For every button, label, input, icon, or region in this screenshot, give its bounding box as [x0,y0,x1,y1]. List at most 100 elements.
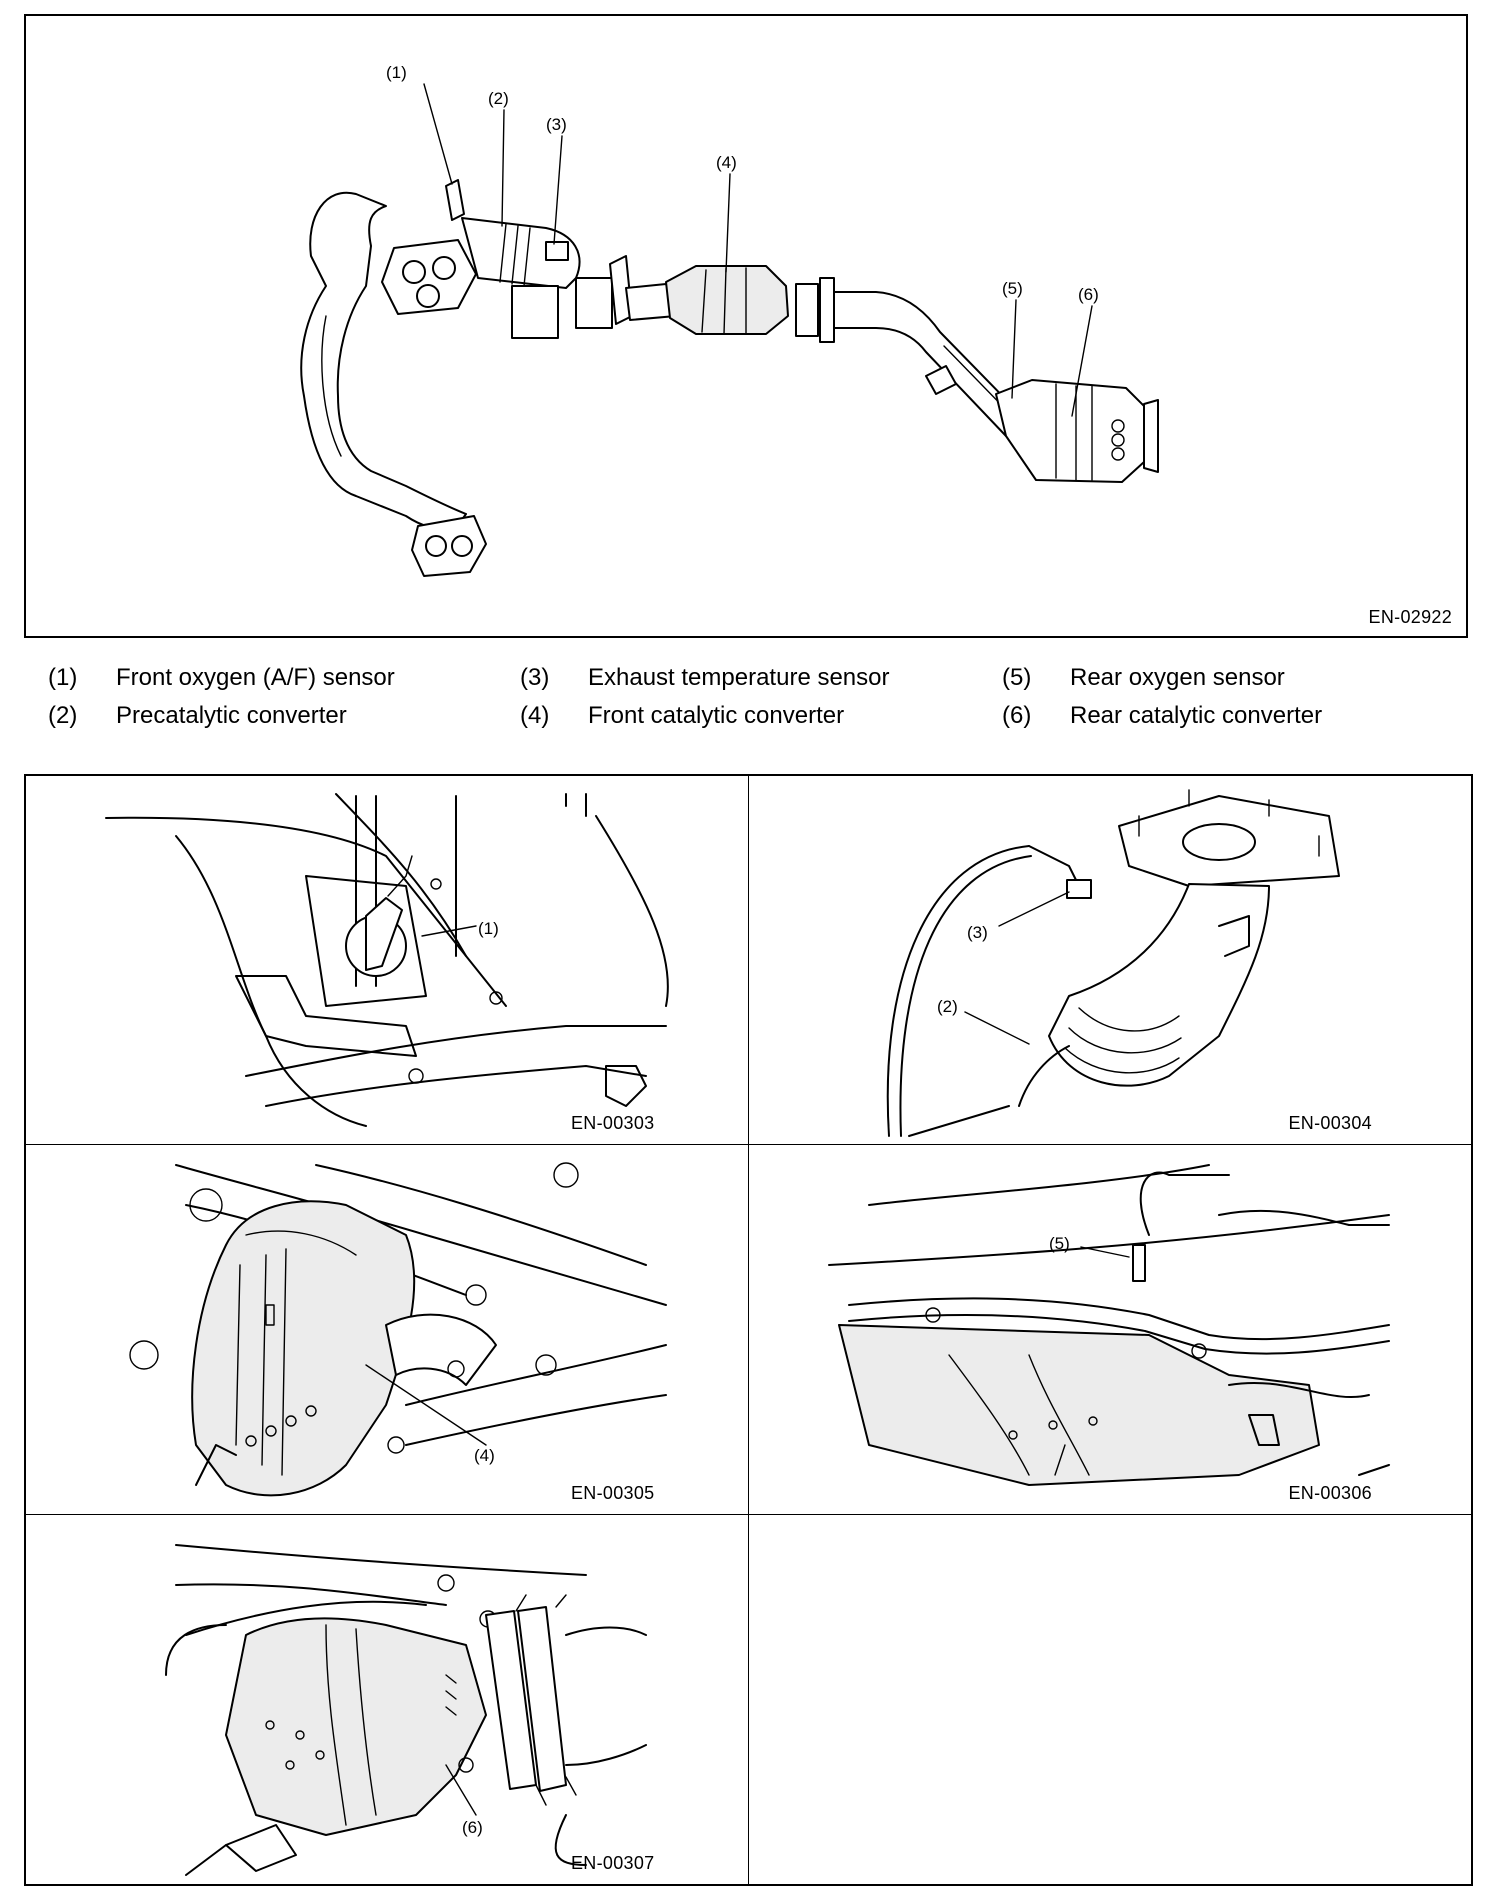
detail-callout-4: (4) [474,1446,495,1465]
rear-outlet-flange [1143,399,1159,473]
sensor-harness [898,855,1032,1137]
flange-bolt-hole [416,284,440,308]
bracket-edge [565,793,587,817]
cat-heatshield-ribs [235,1230,357,1477]
leader-line-1 [423,83,453,185]
hanger-bracket [925,365,957,395]
sensor-harness [1139,1171,1230,1237]
rear-oxygen-sensor [1131,1244,1146,1283]
leader-line-3 [997,891,1070,927]
heatshield-dimples [265,1719,325,1770]
bolt-head [447,1360,465,1379]
exhaust-temperature-sensor [1065,879,1092,899]
legend: (1) Front oxygen (A/F) sensor (2) Precat… [48,664,1468,744]
legend-label: Precatalytic converter [116,702,347,729]
legend-label: Rear oxygen sensor [1070,664,1285,691]
heatshield-contour [325,1623,377,1826]
leader-line-6 [1071,305,1093,417]
precat-ribs [499,223,531,287]
body-outline [165,1623,227,1676]
bolt-head [189,1188,223,1223]
clamp-block [575,277,613,329]
leader-line-2 [501,109,505,227]
body-outline [1357,1464,1390,1477]
callout-2: (2) [488,89,509,108]
figure-code: EN-00307 [571,1853,655,1873]
hanger [195,1444,237,1487]
legend-item-1: (1) Front oxygen (A/F) sensor [48,664,395,692]
bolt-head [924,1307,941,1324]
sensor-mount-plate [305,875,427,1007]
legend-label: Front oxygen (A/F) sensor [116,664,395,691]
clamp-block [511,285,559,339]
front-catalytic-converter [191,1200,416,1497]
legend-item-3: (3) Exhaust temperature sensor [520,664,890,692]
pipe-flange [795,283,819,337]
detail-front-oxygen-sensor: (1) EN-00303 [26,776,749,1146]
legend-item-4: (4) Front catalytic converter [520,702,844,730]
callout-5: (5) [1002,279,1023,298]
legend-number: (6) [1002,702,1032,729]
legend-number: (1) [48,664,78,691]
legend-number: (5) [1002,664,1032,691]
legend-number: (4) [520,702,550,729]
detail-front-catalytic-converter: (4) EN-00305 [26,1145,749,1515]
leader-line-3 [553,135,563,245]
rear-catalytic-converter-drawing: (6) [165,1543,647,1876]
body-outline [595,815,669,1007]
outlet-pipe [385,1313,497,1387]
leader-line-2 [963,1011,1030,1045]
front-cat-ribs [701,267,747,335]
detail-rear-oxygen-sensor: (5) EN-00306 [748,1145,1471,1515]
mount-bushing [1247,1414,1280,1447]
body-outline [827,1214,1390,1267]
detail-callout-5: (5) [1049,1234,1070,1253]
heatshield-slots [445,1673,457,1716]
pipe-contour [947,1354,1090,1477]
flange-bolt-hole [425,535,447,557]
crossmember [405,1394,667,1447]
legend-item-6: (6) Rear catalytic converter [1002,702,1322,730]
suspension-outline [1227,1382,1370,1399]
detail-callout-3: (3) [967,923,988,942]
rear-oxygen-sensor-drawing: (5) [827,1164,1390,1487]
exhaust-system-overview-drawing: (1) (2) (3) (4) (5) (6) [300,63,1159,577]
crossmember [245,1025,667,1077]
figure-code: EN-00303 [571,1113,655,1134]
sensor-wire [387,855,413,897]
flange-outlet [1181,823,1256,861]
precatalytic-converter-drawing: (3) (2) [886,789,1340,1137]
bolt-hole [430,878,442,890]
front-oxygen-sensor [365,897,403,971]
legend-label: Front catalytic converter [588,702,845,729]
pipe-flange [819,277,835,343]
figure-code: EN-00305 [571,1482,655,1503]
bolt-head [458,1756,474,1773]
bolt-hole [489,991,503,1005]
hanger [554,1813,587,1866]
detail-figure-grid: (1) EN-00303 (3) (2) EN-00304 [24,774,1473,1886]
front-catalytic-converter-drawing: (4) [129,1162,667,1497]
mount-bracket [225,1823,297,1872]
bolt-hole [408,1068,424,1084]
bolt-head [535,1354,557,1377]
pipe-outline [907,1045,1070,1137]
figure-code: EN-02922 [1368,607,1452,627]
heatshield-dimples [1007,1416,1098,1441]
flange-bolt-hole [432,256,456,280]
legend-label: Rear catalytic converter [1070,702,1323,729]
crossmember [405,1344,667,1407]
exhaust-temperature-sensor [545,241,569,261]
lower-manifold-flange [411,515,487,577]
legend-label: Exhaust temperature sensor [588,664,890,691]
callout-3: (3) [546,115,567,134]
outlet-flange [517,1605,567,1792]
legend-item-5: (5) Rear oxygen sensor [1002,664,1285,692]
frame-outline [175,1164,667,1307]
precatalytic-converter [461,217,581,289]
harness-clip [1217,1210,1390,1227]
empty-cell [749,1515,1472,1884]
callout-6: (6) [1078,285,1099,304]
leader-line-4 [365,1364,487,1447]
bolt-head [553,1162,579,1189]
